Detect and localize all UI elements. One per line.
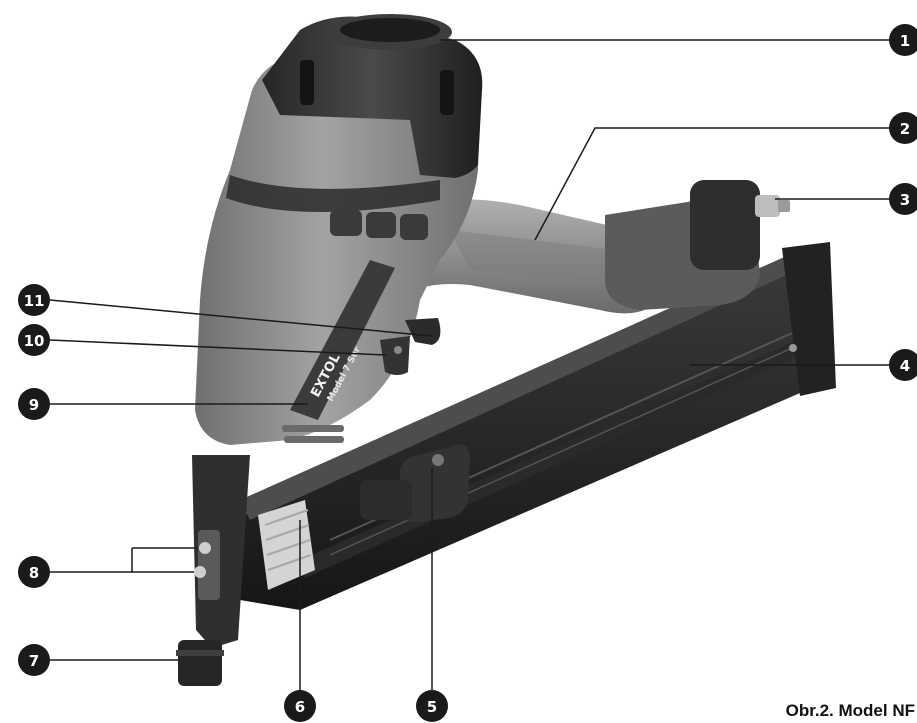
callout-badge-6: 6	[284, 690, 316, 722]
callout-number-4: 4	[900, 357, 910, 375]
callout-number-7: 7	[29, 652, 39, 670]
magazine-latch	[360, 444, 470, 523]
callout-number-1: 1	[900, 32, 910, 50]
leader-line-8b	[50, 548, 133, 573]
nose-assembly	[176, 455, 250, 686]
magazine	[232, 242, 836, 610]
callout-number-9: 9	[29, 396, 39, 414]
body-button-right	[400, 214, 428, 240]
body-button-middle	[366, 212, 396, 238]
callout-number-8: 8	[29, 564, 39, 582]
body-button-left	[330, 210, 362, 236]
trigger	[405, 318, 441, 345]
depth-screw-lower	[194, 566, 206, 578]
callout-number-11: 11	[24, 292, 45, 310]
leader-lines	[49, 39, 893, 692]
figure-caption: Obr.2. Model NF	[785, 701, 915, 720]
callout-badge-5: 5	[416, 690, 448, 722]
tool-body: EXTOL Model 7 Ser	[195, 55, 478, 445]
air-inlet	[605, 180, 790, 310]
callout-number-3: 3	[900, 191, 910, 209]
callout-badge-7: 7	[18, 644, 50, 676]
callout-number-6: 6	[295, 698, 305, 716]
depth-screw-upper	[199, 542, 211, 554]
callout-badge-4: 4	[889, 349, 917, 381]
callout-badge-9: 9	[18, 388, 50, 420]
callout-badge-1: 1	[889, 24, 917, 56]
leader-line-2	[534, 127, 893, 241]
handle	[395, 199, 665, 314]
trigger-selector	[380, 336, 410, 375]
callout-number-10: 10	[24, 332, 45, 350]
callout-badge-8: 8	[18, 556, 50, 588]
no-mar-tip	[178, 640, 222, 686]
leader-line-10	[49, 339, 387, 356]
callout-badges: 1 2 3 4 5 6 7 8	[18, 24, 917, 722]
trigger-assembly	[380, 318, 441, 375]
callout-number-5: 5	[427, 698, 437, 716]
callout-number-2: 2	[900, 120, 910, 138]
callout-badge-11: 11	[18, 284, 50, 316]
exhaust-cap	[262, 14, 483, 178]
callout-badge-2: 2	[889, 112, 917, 144]
leader-line-11	[49, 299, 433, 337]
callout-badge-3: 3	[889, 183, 917, 215]
callout-badge-10: 10	[18, 324, 50, 356]
